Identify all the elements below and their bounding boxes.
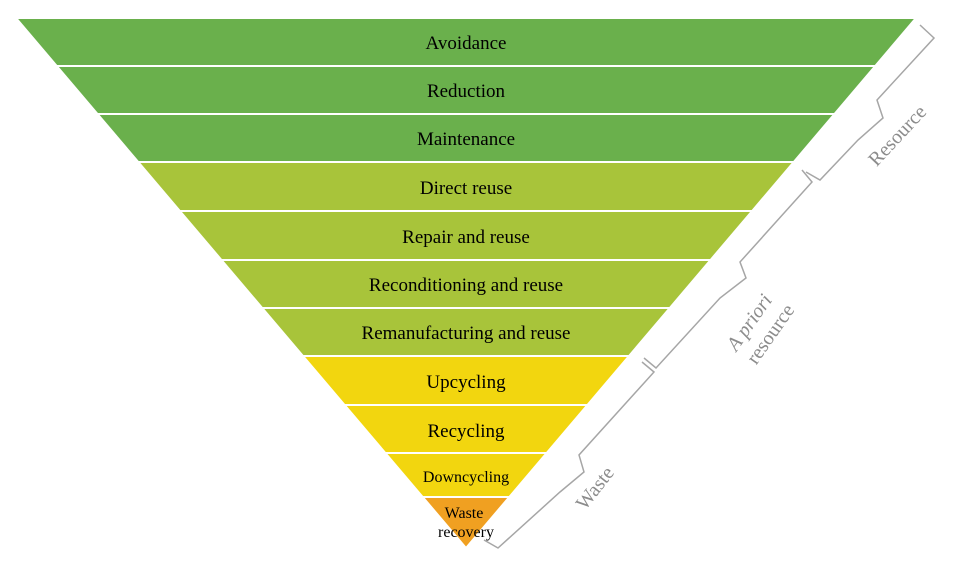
bracket-waste-line	[483, 361, 656, 549]
tier-label-remanufacturing-and-reuse: Remanufacturing and reuse	[362, 323, 571, 344]
hierarchy-tiers	[13, 17, 919, 550]
bracket-label-resource: Resource	[864, 101, 931, 171]
tier-waste-recovery	[420, 496, 512, 550]
tier-labels: Avoidance Reduction Maintenance Direct r…	[362, 33, 571, 541]
bracket-resource-line	[805, 24, 936, 181]
tier-label-avoidance: Avoidance	[426, 33, 507, 54]
tier-label-downcycling: Downcycling	[423, 469, 509, 486]
tier-label-maintenance: Maintenance	[417, 129, 515, 150]
tier-label-upcycling: Upcycling	[426, 372, 506, 393]
tier-label-recycling: Recycling	[427, 421, 505, 442]
tier-label-repair-and-reuse: Repair and reuse	[402, 227, 530, 248]
tier-label-direct-reuse: Direct reuse	[420, 178, 512, 199]
bracket-label-waste: Waste	[572, 462, 619, 514]
tier-label-reconditioning-and-reuse: Reconditioning and reuse	[369, 275, 563, 296]
bracket-a-priori-line	[643, 169, 813, 370]
bracket-label-a-priori-resource: A priori resource	[721, 286, 799, 370]
tier-label-reduction: Reduction	[427, 81, 506, 102]
tier-label-waste-recovery: Waste recovery	[438, 505, 494, 541]
